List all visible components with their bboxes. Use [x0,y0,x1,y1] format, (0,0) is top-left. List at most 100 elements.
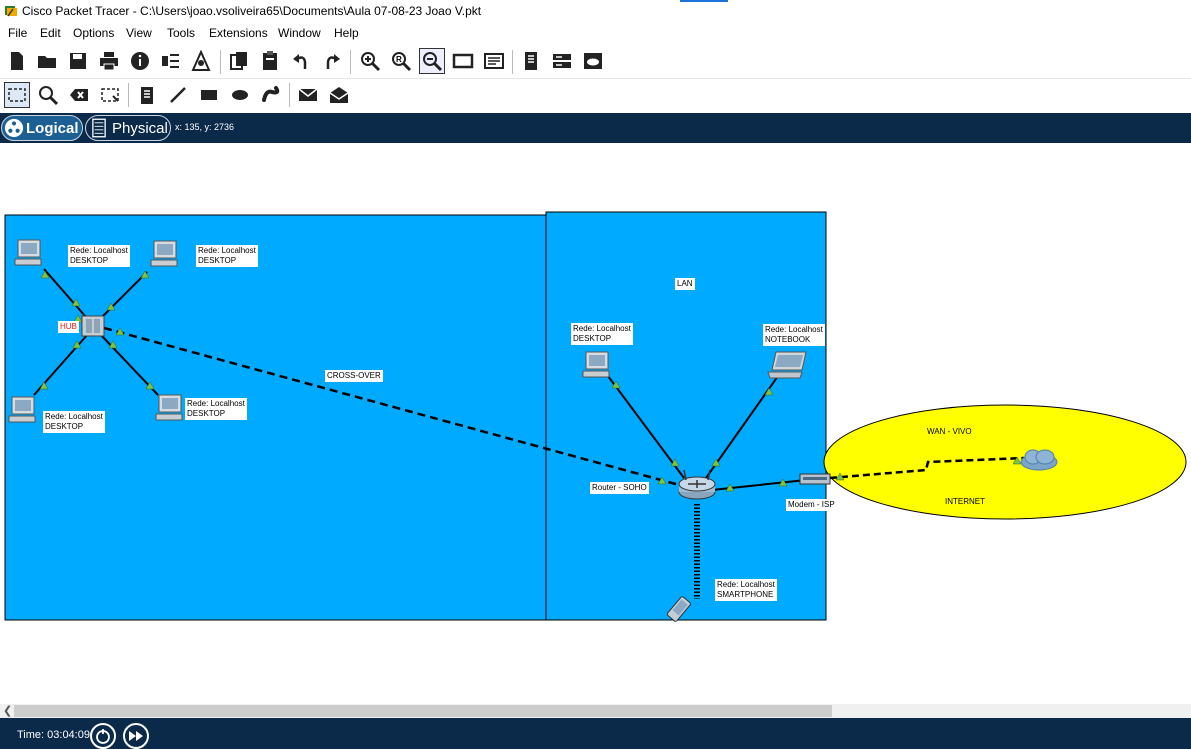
desktop-icon[interactable] [155,394,183,421]
link-indicator [611,380,621,389]
delete-icon[interactable] [66,82,92,108]
scroll-left-icon[interactable]: ❮ [3,705,13,717]
drawing-palette-icon[interactable] [450,48,476,74]
notebook-icon[interactable] [767,351,807,379]
rectangle-icon[interactable] [196,82,222,108]
menu-bar: File Edit Options View Tools Extensions … [0,22,1191,43]
link-indicator [71,298,81,307]
link-indicator [106,302,116,311]
link-hub-desktop-1[interactable] [43,268,93,325]
link-modem-cloud[interactable] [829,456,1025,480]
modem-icon[interactable] [799,473,831,485]
link-indicator [711,458,721,467]
draw-line-icon[interactable] [165,82,191,108]
note-icon[interactable] [134,82,160,108]
fast-forward-time-button[interactable] [123,723,149,749]
main-toolbar: R [0,44,1191,79]
new-file-icon[interactable] [4,48,30,74]
router-icon[interactable] [678,469,716,500]
device-label[interactable]: Rede: Localhost DESKTOP [43,411,105,433]
desktop-icon[interactable] [582,351,610,378]
network-info-icon[interactable] [188,48,214,74]
device-label[interactable]: Rede: Localhost DESKTOP [571,323,633,345]
info-icon[interactable] [127,48,153,74]
link-status-indicators [39,270,1022,492]
print-icon[interactable] [96,48,122,74]
zoom-out-icon[interactable] [419,48,445,74]
viewport-icon[interactable] [518,48,544,74]
link-hub-desktop-2[interactable] [97,271,148,322]
toolbar-separator [289,83,290,107]
modem-label[interactable]: Modem - ISP [786,499,837,511]
add-complex-pdu-icon[interactable] [326,82,352,108]
activity-wizard-icon[interactable] [158,48,184,74]
power-cycle-devices-button[interactable] [90,723,116,749]
internet-cloud-icon[interactable] [1020,449,1058,471]
status-bar: Time: 03:04:09 [0,718,1191,749]
link-indicator [835,472,845,481]
hub-icon[interactable] [81,315,105,337]
internet-label[interactable]: INTERNET [943,496,987,508]
hub-label[interactable]: HUB [58,321,79,333]
toolbar-separator [512,50,513,74]
paste-icon[interactable] [257,48,283,74]
tab-logical[interactable]: Logical [1,115,83,141]
menu-view[interactable]: View [126,26,152,40]
link-crossover[interactable] [103,326,684,488]
pdu-list-icon[interactable] [549,48,575,74]
menu-edit[interactable]: Edit [40,26,61,40]
crossover-label[interactable]: CROSS-OVER [325,370,383,382]
workspace-nav-bar: Logical Physical x: 135, y: 2736 [0,113,1191,143]
tab-physical[interactable]: Physical [85,115,171,141]
save-icon[interactable] [65,48,91,74]
menu-tools[interactable]: Tools [167,26,196,40]
tab-physical-label: Physical [112,119,168,137]
smartphone-icon[interactable] [666,596,692,622]
freeform-icon[interactable] [258,82,284,108]
scrollbar-thumb[interactable] [14,705,832,717]
copy-icon[interactable] [226,48,252,74]
lan-label[interactable]: LAN [675,278,695,290]
device-label[interactable]: Rede: Localhost SMARTPHONE [715,579,777,601]
redo-icon[interactable] [319,48,345,74]
zoom-reset-icon[interactable]: R [388,48,414,74]
menu-extensions[interactable]: Extensions [209,26,268,40]
zoom-in-icon[interactable] [357,48,383,74]
undo-icon[interactable] [288,48,314,74]
router-label[interactable]: Router - SOHO [590,482,649,494]
logical-workspace[interactable]: Rede: Localhost DESKTOP Rede: Localhost … [0,144,1191,704]
logical-workspace-icon [4,118,24,138]
resize-shape-icon[interactable] [97,82,123,108]
select-icon[interactable] [4,82,30,108]
cloud-icon[interactable] [580,48,606,74]
link-router-desktop[interactable] [604,371,685,479]
tab-logical-label: Logical [26,119,79,137]
open-folder-icon[interactable] [34,48,60,74]
menu-options[interactable]: Options [73,26,115,40]
device-label[interactable]: Rede: Localhost DESKTOP [185,398,247,420]
link-indicator [40,270,50,279]
menu-window[interactable]: Window [278,26,321,40]
lan-area-rectangle[interactable] [545,211,827,621]
cursor-coordinates: x: 135, y: 2736 [175,122,235,132]
ellipse-icon[interactable] [227,82,253,108]
desktop-icon[interactable] [14,239,42,266]
wan-label[interactable]: WAN - VIVO [925,426,974,438]
link-indicator [72,340,82,349]
desktop-icon[interactable] [150,240,178,267]
inspect-icon[interactable] [35,82,61,108]
horizontal-scrollbar[interactable]: ❮ [0,704,1191,718]
toolbar-separator [220,50,221,74]
menu-help[interactable]: Help [334,26,359,40]
link-indicator [39,381,49,390]
device-label[interactable]: Rede: Localhost NOTEBOOK [763,324,825,346]
wan-area-ellipse[interactable] [823,404,1187,520]
physical-workspace-icon [92,118,106,138]
app-logo-icon [5,6,17,17]
desktop-icon[interactable] [8,396,36,423]
menu-file[interactable]: File [8,26,28,40]
device-label[interactable]: Rede: Localhost DESKTOP [68,245,130,267]
custom-devices-icon[interactable] [481,48,507,74]
add-simple-pdu-icon[interactable] [295,82,321,108]
device-label[interactable]: Rede: Localhost DESKTOP [196,245,258,267]
